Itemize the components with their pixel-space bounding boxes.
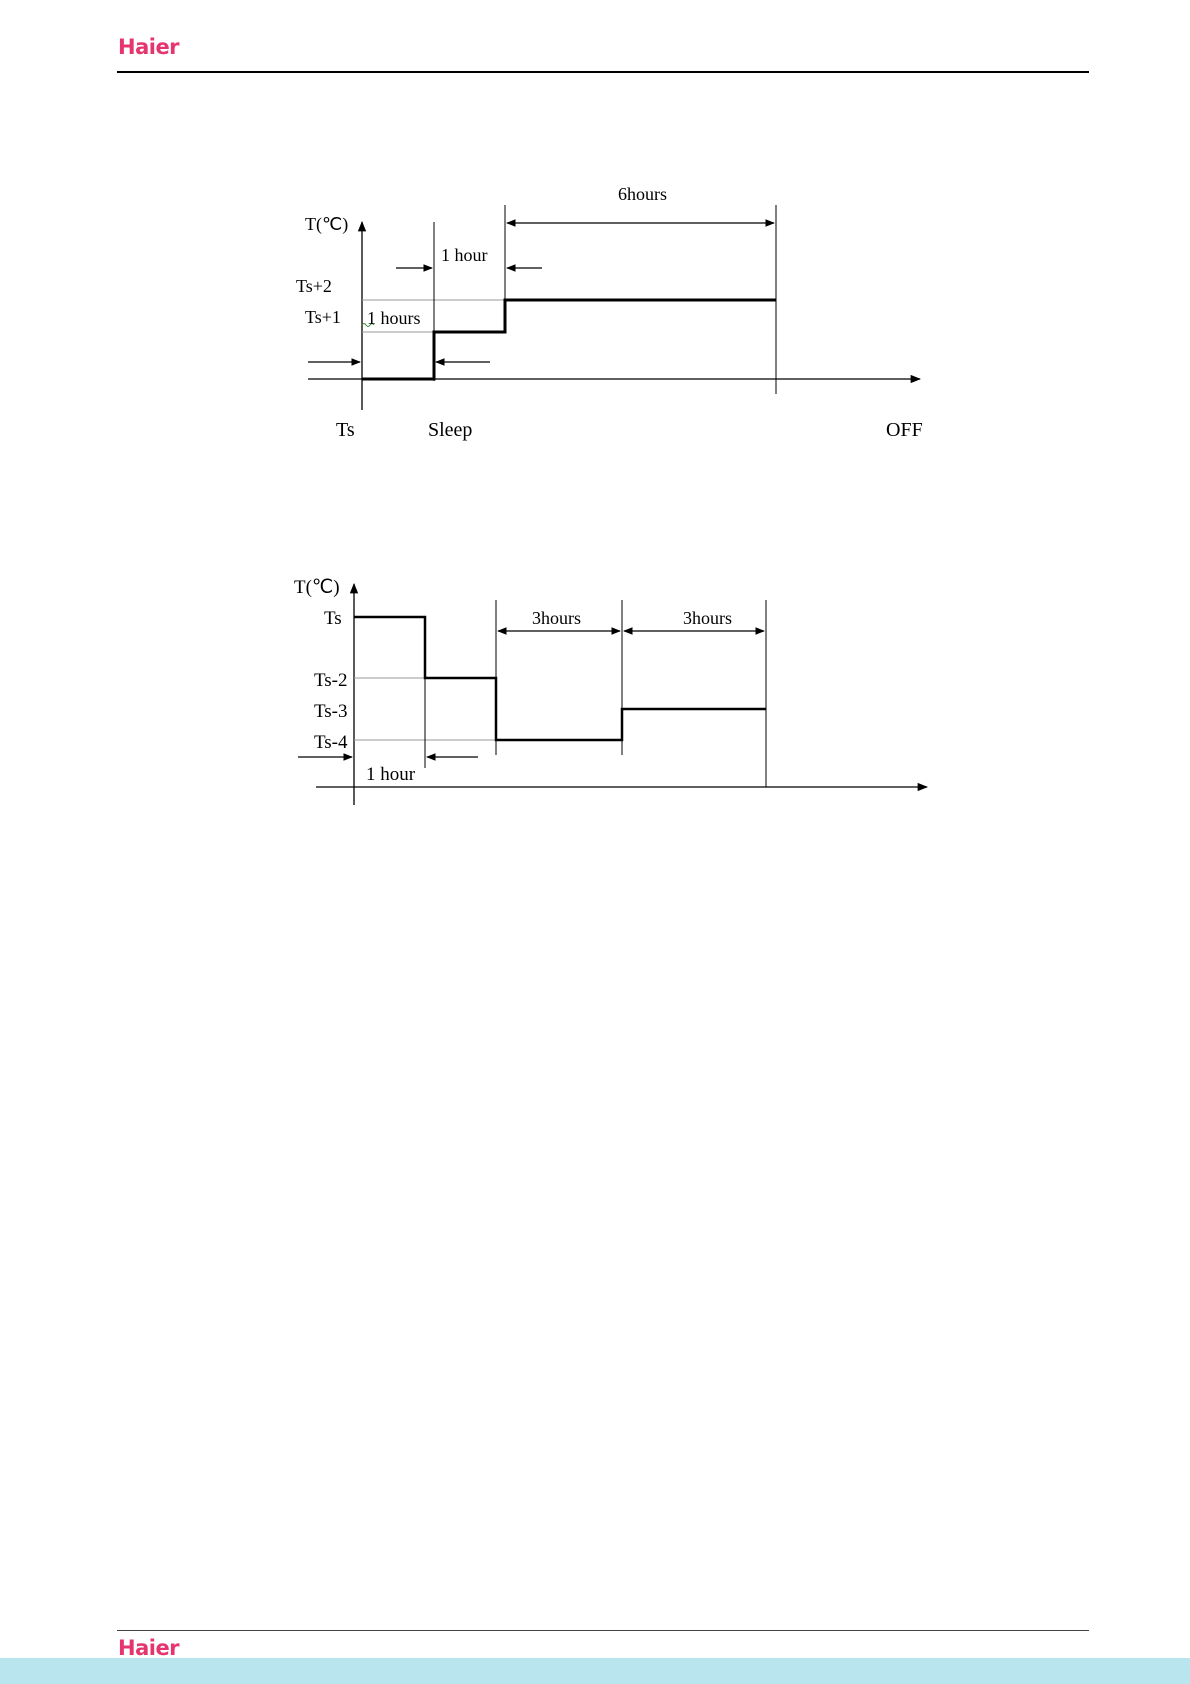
duration-label: 1 hour [441, 245, 488, 265]
footer-band [0, 1658, 1190, 1684]
level-label: Ts+2 [296, 276, 332, 296]
footer-rule [117, 1630, 1089, 1631]
duration-label: 1 hour [366, 764, 416, 785]
x-label: Sleep [428, 419, 472, 441]
y-axis-label: T(℃) [305, 214, 348, 235]
sleep-heating-diagram: T(℃) Ts Ts-2 Ts-3 Ts-4 1 hour 3hours 3ho… [0, 570, 1190, 830]
duration-label: 3hours [683, 608, 732, 628]
level-label: Ts-3 [314, 701, 348, 722]
level-label: Ts-4 [314, 732, 348, 753]
y-axis-label: T(℃) [294, 577, 340, 598]
temperature-step-line [362, 300, 776, 379]
duration-label: 1 hours [367, 308, 421, 328]
level-label: Ts+1 [305, 307, 341, 327]
duration-label: 6hours [618, 184, 667, 204]
sleep-cooling-diagram: T(℃) Ts+2 Ts+1 1 hours 1 hour 6hours Ts … [0, 0, 1190, 460]
x-label: OFF [886, 419, 923, 441]
level-label: Ts-2 [314, 670, 348, 691]
level-label: Ts [324, 608, 342, 629]
x-label: Ts [336, 419, 355, 441]
duration-label: 3hours [532, 608, 581, 628]
haier-logo: Haier [118, 1636, 179, 1660]
